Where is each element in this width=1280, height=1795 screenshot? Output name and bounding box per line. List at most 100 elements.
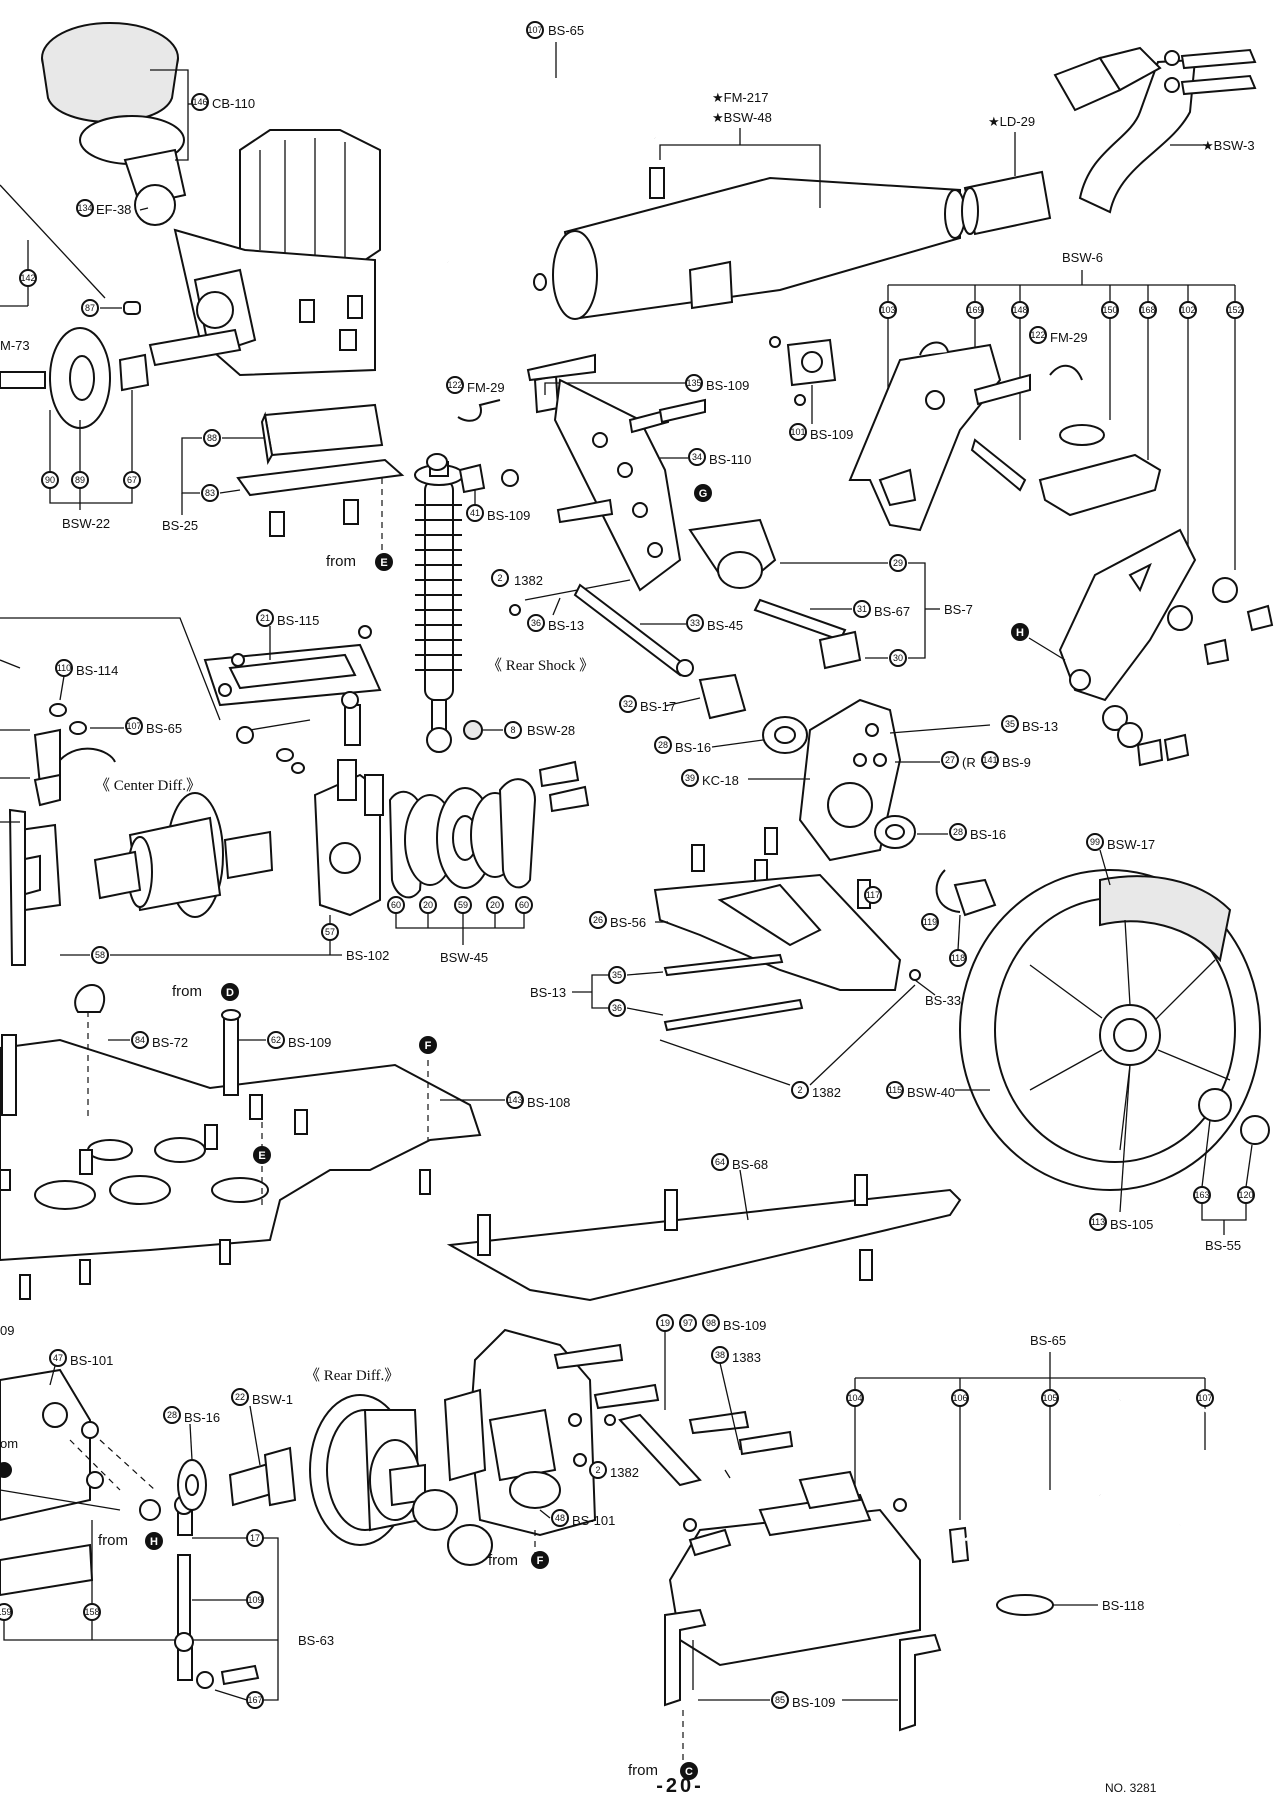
svg-text:BS-109: BS-109	[810, 427, 853, 442]
svg-text:BS-45: BS-45	[707, 618, 743, 633]
svg-text:28: 28	[658, 740, 668, 750]
svg-text:BS-16: BS-16	[970, 827, 1006, 842]
svg-text:57: 57	[325, 927, 335, 937]
svg-text:BS-33: BS-33	[925, 993, 961, 1008]
svg-text:163: 163	[1194, 1190, 1209, 1200]
body-post-mount: BSW-6 103 169 148 150 168 102 152	[848, 250, 1274, 767]
fuel-tank: BS-65 104 106 105 107 BS-118	[628, 1333, 1257, 1780]
svg-text:1382: 1382	[610, 1465, 639, 1480]
svg-text:89: 89	[75, 475, 85, 485]
svg-text:BS-108: BS-108	[527, 1095, 570, 1110]
document-number: NO. 3281	[1105, 1781, 1157, 1795]
svg-text:122: 122	[1030, 330, 1045, 340]
svg-text:39: 39	[685, 773, 695, 783]
svg-text:33: 33	[690, 618, 700, 628]
svg-text:2: 2	[797, 1085, 802, 1095]
svg-text:122: 122	[447, 380, 462, 390]
svg-text:1383: 1383	[732, 1350, 761, 1365]
svg-text:150: 150	[1102, 305, 1117, 315]
svg-text:BS-55: BS-55	[1205, 1238, 1241, 1253]
svg-text:BS-13: BS-13	[548, 618, 584, 633]
svg-text:60: 60	[519, 900, 529, 910]
svg-text:KC-18: KC-18	[702, 773, 739, 788]
svg-text:《 Center Diff.》: 《 Center Diff.》	[95, 777, 201, 794]
svg-text:117: 117	[866, 890, 880, 900]
svg-text:★LD-29: ★LD-29	[988, 114, 1035, 129]
air-filter: 146 CB-110 134 EF-38	[41, 22, 255, 226]
svg-text:BSW-6: BSW-6	[1062, 250, 1103, 265]
diff-carrier: 57	[313, 759, 384, 955]
svg-text:17: 17	[250, 1533, 260, 1543]
svg-text:★BSW-3: ★BSW-3	[1202, 138, 1255, 153]
svg-text:167: 167	[247, 1695, 262, 1705]
svg-text:32: 32	[623, 699, 633, 709]
upper-arm: 29 31 BS-67 30 BS-7	[688, 518, 973, 670]
svg-text:BS-102: BS-102	[346, 948, 389, 963]
svg-text:148: 148	[1012, 305, 1027, 315]
svg-text:2: 2	[595, 1465, 600, 1475]
svg-text:109: 109	[247, 1595, 262, 1605]
svg-text:G: G	[699, 488, 708, 500]
svg-text:H: H	[1016, 627, 1024, 639]
svg-text:110: 110	[57, 663, 71, 673]
svg-text:41: 41	[470, 508, 480, 518]
svg-text:83: 83	[205, 488, 215, 498]
svg-text:09: 09	[0, 1323, 14, 1338]
svg-text:141: 141	[982, 755, 997, 765]
svg-text:1382: 1382	[514, 573, 543, 588]
svg-text:119: 119	[923, 917, 937, 927]
svg-text:★BSW-48: ★BSW-48	[712, 110, 772, 125]
svg-text:19: 19	[660, 1318, 670, 1328]
turnbuckle: 17 109 167	[174, 1495, 279, 1709]
svg-text:BS-16: BS-16	[184, 1410, 220, 1425]
rear-hub: 32 BS-17 28 BS-16 39 KC-18 35 BS-13 27 (…	[619, 673, 1058, 862]
svg-text:135: 135	[686, 378, 701, 388]
engine	[148, 129, 381, 377]
svg-text:BSW-17: BSW-17	[1107, 837, 1155, 852]
svg-text:F: F	[425, 1040, 432, 1052]
flywheel: 87 M-73 90 89 67 BSW-22	[0, 299, 150, 531]
svg-text:64: 64	[715, 1157, 725, 1167]
svg-text:159: 159	[0, 1607, 12, 1617]
svg-text:20: 20	[423, 900, 433, 910]
svg-text:118: 118	[951, 953, 965, 963]
svg-text:28: 28	[953, 827, 963, 837]
svg-text:90: 90	[45, 475, 55, 485]
svg-text:107: 107	[126, 721, 141, 731]
servo-saver-small: 101 BS-109	[769, 336, 853, 442]
svg-text:142: 142	[20, 273, 35, 283]
svg-text:97: 97	[683, 1318, 693, 1328]
svg-text:36: 36	[531, 618, 541, 628]
svg-text:BS-65: BS-65	[548, 23, 584, 38]
svg-text:CB-110: CB-110	[212, 96, 255, 111]
needle-rod: 142	[0, 184, 106, 307]
svg-text:103: 103	[880, 305, 895, 315]
svg-text:(R: (R	[962, 755, 976, 770]
svg-text:BS-101: BS-101	[572, 1513, 615, 1528]
svg-text:36: 36	[612, 1003, 622, 1013]
svg-text:BS-114: BS-114	[76, 663, 118, 678]
svg-text:62: 62	[271, 1035, 281, 1045]
svg-text:47: 47	[53, 1353, 63, 1363]
svg-text:158: 158	[84, 1607, 99, 1617]
svg-text:8: 8	[510, 725, 515, 735]
center-diff: 《 Center Diff.》 58 BS-102	[0, 777, 389, 966]
svg-text:107: 107	[1197, 1393, 1212, 1403]
svg-text:BSW-28: BSW-28	[527, 723, 575, 738]
exhaust-coupler: ★LD-29	[961, 114, 1052, 236]
svg-text:34: 34	[692, 452, 702, 462]
svg-text:152: 152	[1227, 305, 1242, 315]
svg-text:59: 59	[458, 900, 468, 910]
svg-text:from: from	[326, 553, 356, 570]
svg-text:30: 30	[893, 653, 903, 663]
svg-text:29: 29	[893, 558, 903, 568]
svg-text:85: 85	[775, 1695, 785, 1705]
svg-text:134: 134	[77, 203, 92, 213]
svg-text:BS-17: BS-17	[640, 699, 676, 714]
svg-text:60: 60	[391, 900, 401, 910]
svg-text:27: 27	[945, 755, 955, 765]
svg-text:1382: 1382	[812, 1085, 841, 1100]
fuel-tube-top: 107 BS-65	[444, 21, 656, 263]
svg-text:BS-109: BS-109	[706, 378, 749, 393]
